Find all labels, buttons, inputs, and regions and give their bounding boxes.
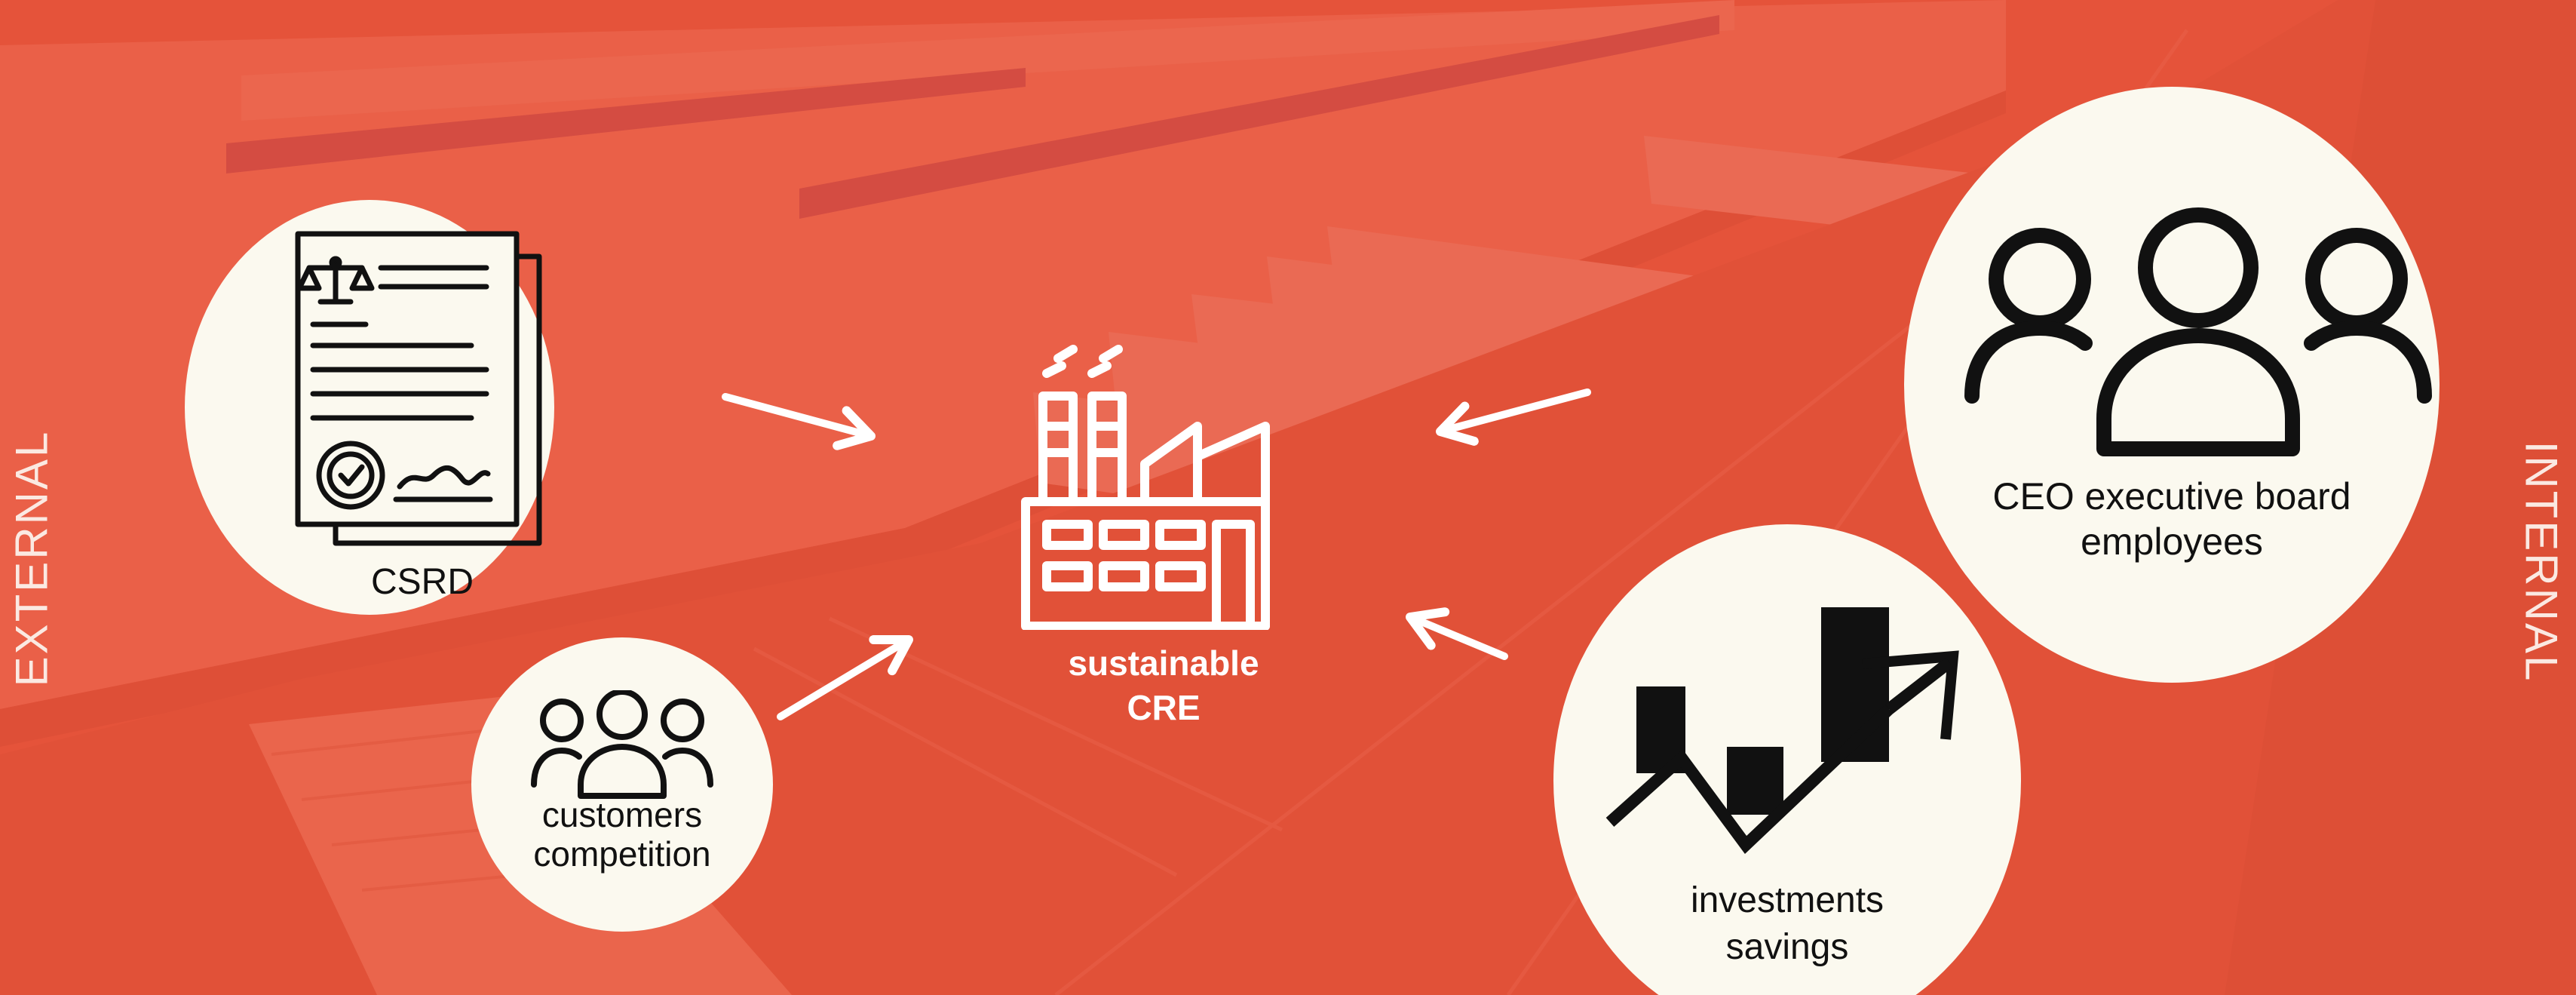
arrow-investments: [1406, 607, 1508, 660]
center-label-line2: CRE: [1127, 687, 1201, 727]
center-label-line1: sustainable: [1068, 643, 1259, 683]
ceo-label: CEO executive board employees: [1904, 474, 2440, 564]
investments-node: [1553, 524, 2021, 995]
bar-chart-trend-icon: [1605, 607, 1959, 855]
investments-label-line1: investments: [1690, 880, 1884, 920]
people-group-icon: [531, 690, 713, 799]
people-group-icon: [1964, 207, 2432, 456]
customers-label: customers competition: [471, 795, 773, 874]
arrow-customers: [777, 634, 913, 720]
factory-icon: [1021, 345, 1270, 630]
investments-label-line2: savings: [1725, 927, 1849, 968]
ceo-label-line2: employees: [2081, 521, 2263, 563]
csrd-label: CSRD: [370, 562, 474, 602]
customers-node: [471, 637, 773, 932]
customers-label-line1: customers: [541, 795, 703, 834]
customers-label-line2: competition: [533, 834, 711, 874]
ceo-label-line1: CEO executive board: [1992, 475, 2351, 517]
legal-document-icon: [295, 231, 542, 546]
arrow-ceo: [1436, 388, 1591, 446]
center-label: sustainable CRE: [1017, 641, 1311, 730]
ceo-node: [1904, 87, 2440, 683]
investments-label: investments savings: [1584, 877, 1991, 972]
arrow-csrd: [722, 393, 876, 450]
